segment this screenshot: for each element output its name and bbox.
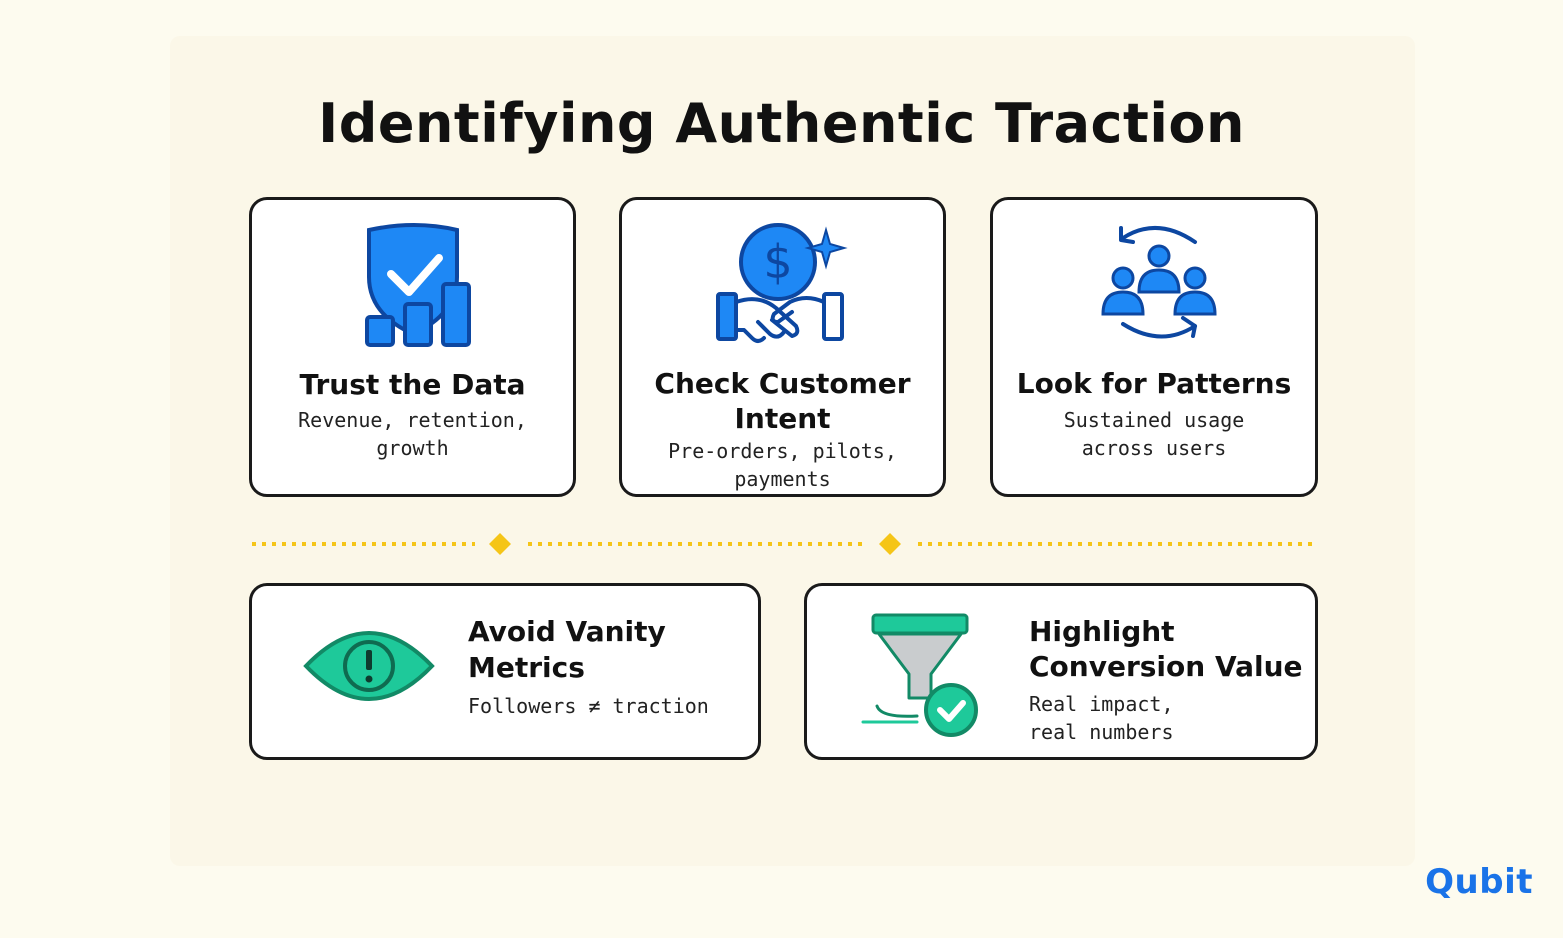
card-subtitle-line-2: across users [1081, 436, 1227, 460]
card-title: Trust the Data [299, 368, 526, 401]
card-subtitle-line-1: Sustained usage [1063, 408, 1245, 432]
divider-diamond-2 [879, 533, 901, 555]
card-subtitle-line-1: Real impact, [1029, 692, 1174, 716]
card-title-line-2: Intent [734, 402, 831, 435]
funnel-check-icon [861, 613, 978, 737]
card-subtitle-line-1: Pre-orders, pilots, [668, 439, 897, 463]
card-subtitle-line-2: growth [376, 436, 449, 460]
card-subtitle-line-2: real numbers [1029, 720, 1174, 744]
divider-diamond-1 [489, 533, 511, 555]
card-subtitle: Followers ≠ traction [468, 694, 709, 718]
card-title-line-1: Highlight [1029, 615, 1175, 648]
card-title: Look for Patterns [1016, 367, 1292, 400]
svg-text:$: $ [763, 235, 792, 289]
card-title-line-2: Metrics [468, 651, 585, 684]
card-highlight-conversion-value: Highlight Conversion Value Real impact, … [804, 583, 1318, 760]
brand-logo: Qubit [1425, 862, 1533, 902]
handshake-dollar-icon: $ [716, 223, 848, 343]
shield-chart-icon [365, 223, 471, 347]
dotted-divider [252, 533, 1318, 555]
card-title-line-1: Avoid Vanity [468, 615, 666, 648]
card-avoid-vanity-metrics: Avoid Vanity Metrics Followers ≠ tractio… [249, 583, 761, 760]
card-check-customer-intent: $ Check Customer Intent Pre-orders, pilo… [619, 197, 946, 497]
users-cycle-icon [1101, 226, 1217, 339]
card-look-for-patterns: Look for Patterns Sustained usage across… [990, 197, 1318, 497]
card-subtitle-line-1: Revenue, retention, [298, 408, 527, 432]
card-title-line-1: Check Customer [654, 367, 911, 400]
page-title: Identifying Authentic Traction [318, 92, 1245, 155]
card-title-line-2: Conversion Value [1029, 650, 1303, 683]
card-trust-the-data: Trust the Data Revenue, retention, growt… [249, 197, 576, 497]
card-subtitle-line-2: payments [734, 467, 831, 491]
eye-warning-icon [303, 631, 435, 701]
